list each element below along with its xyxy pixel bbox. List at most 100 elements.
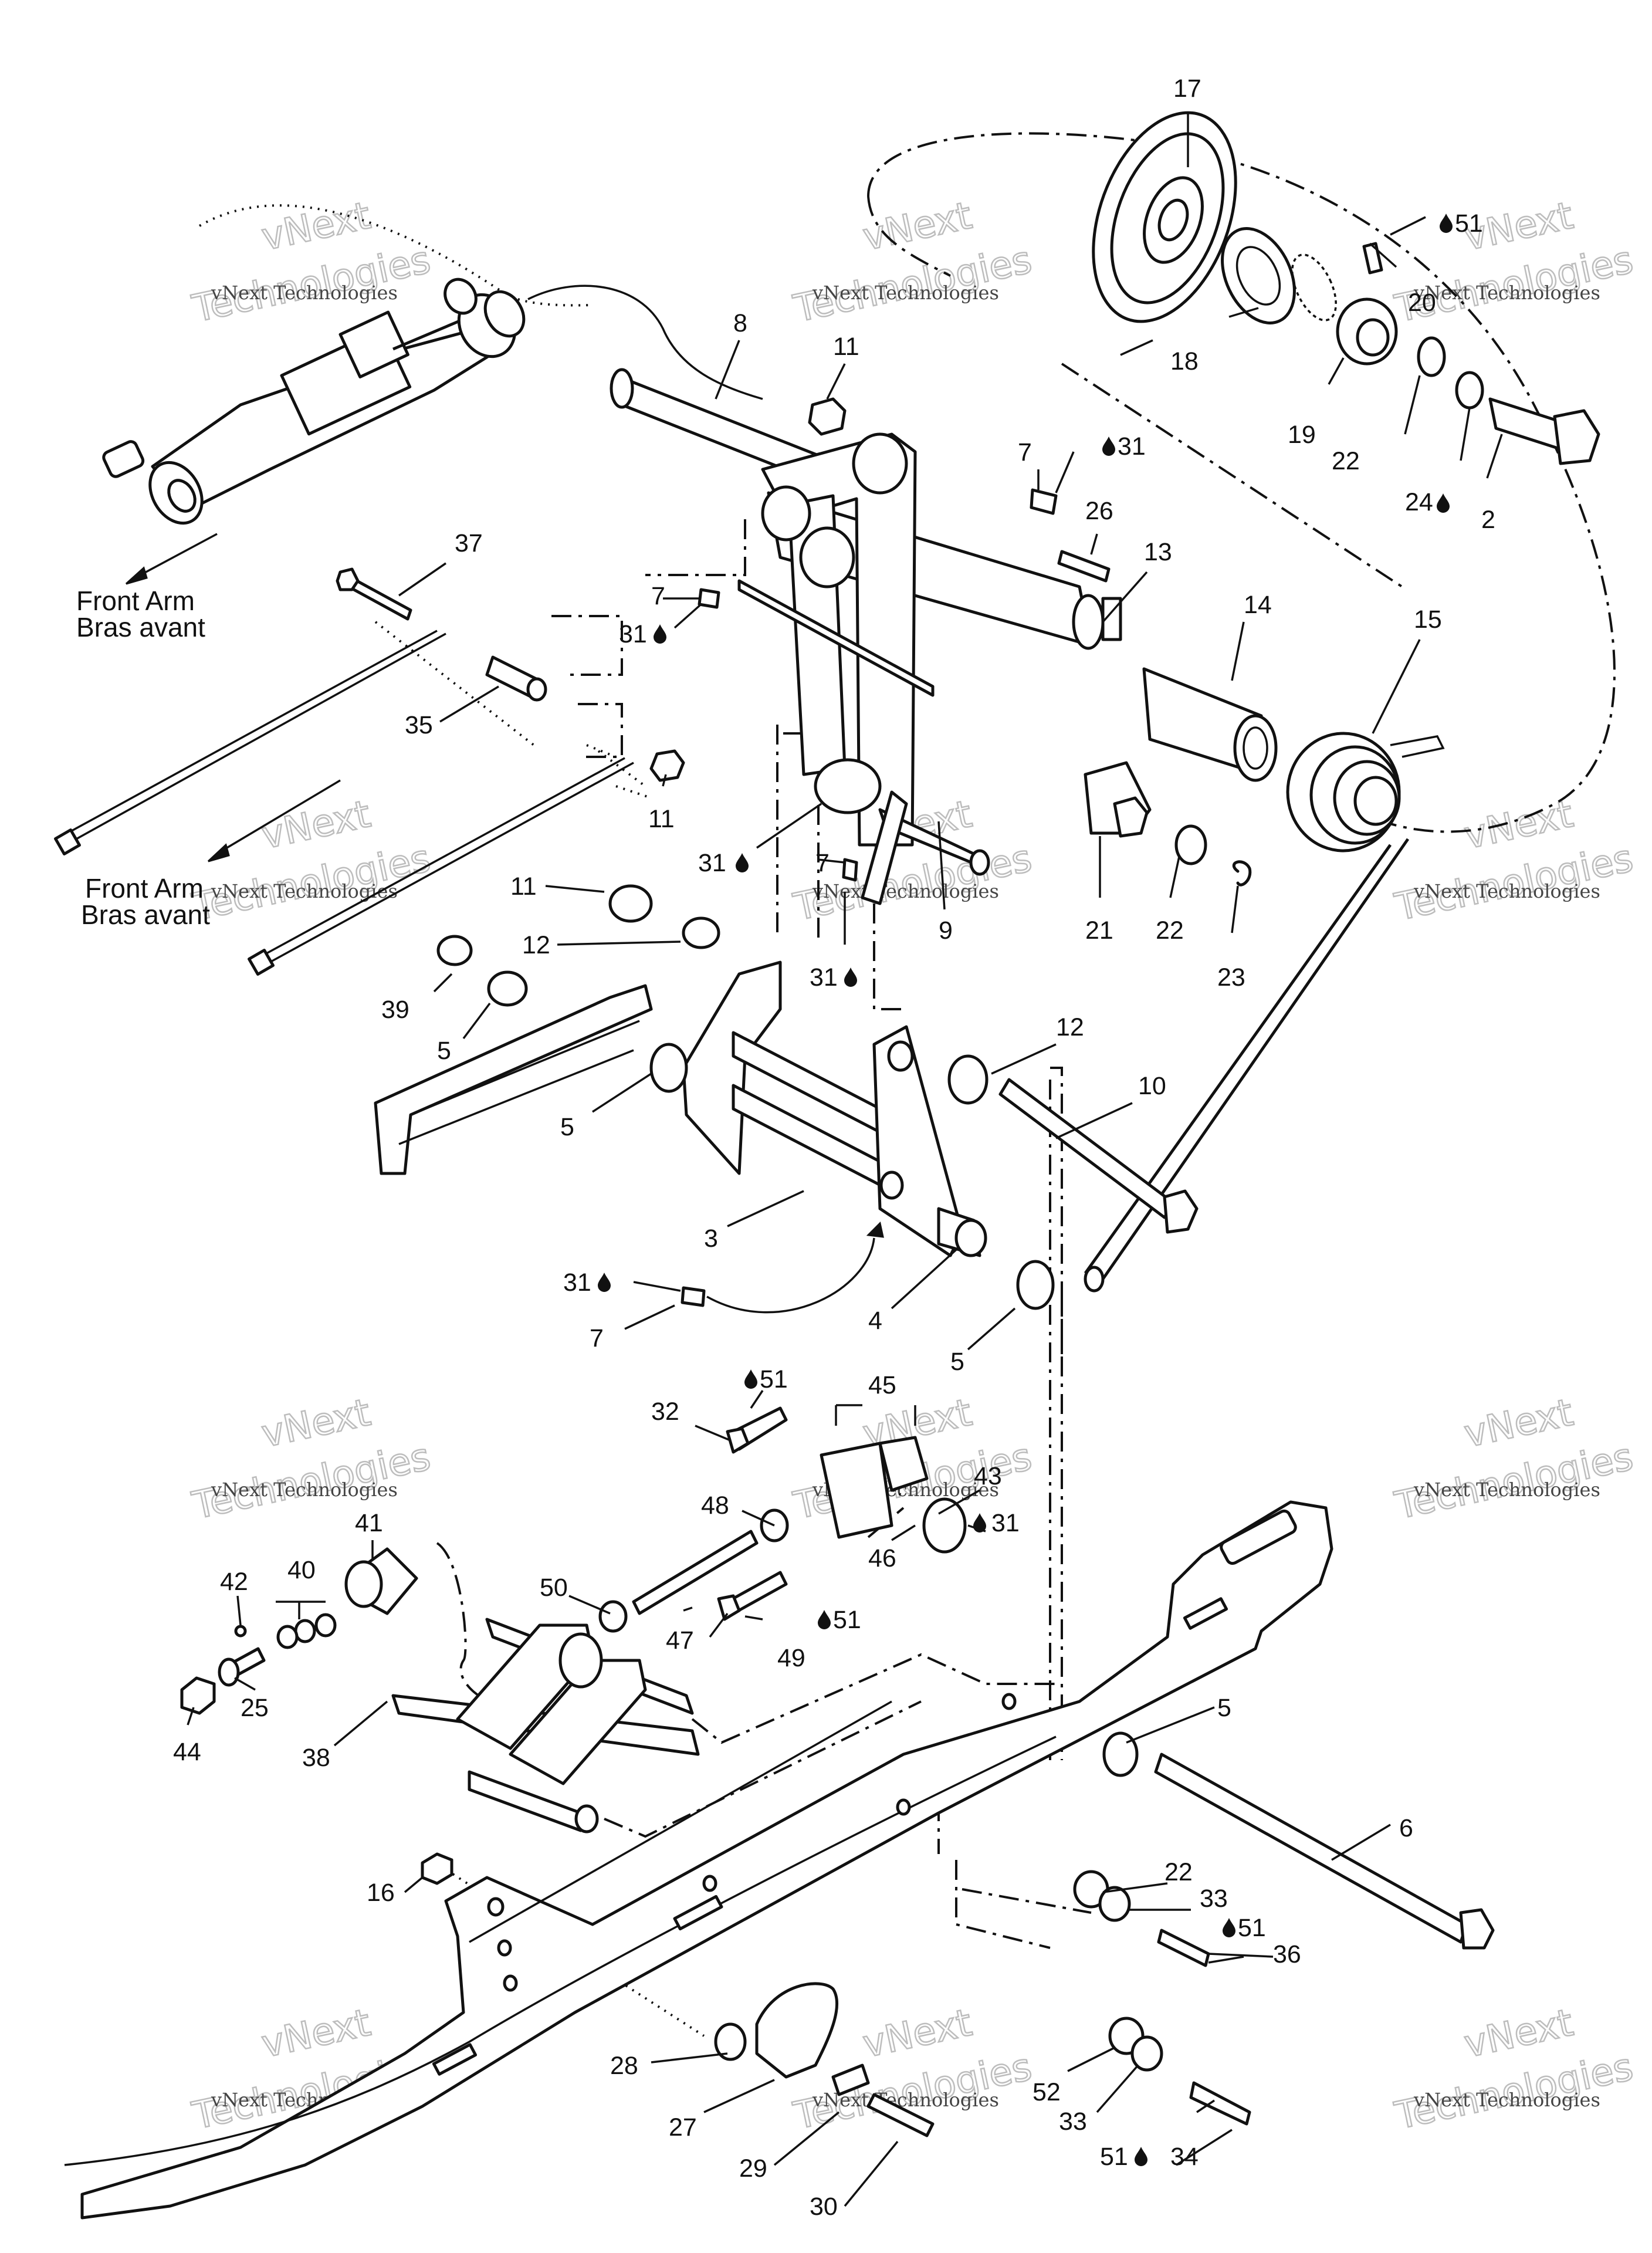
oil-drop-icon <box>818 1610 831 1629</box>
callout-41: 41 <box>355 1509 383 1537</box>
callout-13: 13 <box>1144 538 1172 566</box>
callout-36: 36 <box>1273 1940 1301 1968</box>
oil-drop-icon <box>736 853 749 872</box>
svg-text:Front Arm: Front Arm <box>76 586 195 616</box>
svg-text:vNext: vNext <box>258 1391 374 1456</box>
svg-text:vNext Technologies: vNext Technologies <box>1413 282 1600 304</box>
callout-33: 33 <box>1200 1885 1228 1913</box>
front-arm-label-1: Front Arm Bras avant <box>76 533 218 642</box>
oil-drop-icon <box>1437 493 1450 513</box>
callout-11: 11 <box>648 805 675 833</box>
callout-49: 49 <box>777 1644 805 1672</box>
callout-17: 17 <box>1173 75 1201 103</box>
callout-31: 31 <box>563 1268 591 1297</box>
callout-43: 43 <box>974 1462 1002 1490</box>
svg-text:vNext Technologies: vNext Technologies <box>1413 1479 1600 1501</box>
callout-9: 9 <box>939 916 953 945</box>
callout-32: 32 <box>651 1398 679 1426</box>
svg-text:vNext Technologies: vNext Technologies <box>211 282 398 304</box>
watermark: vNext Technologies vNext Technologies <box>188 1391 435 1529</box>
svg-text:Bras avant: Bras avant <box>76 612 205 642</box>
oil-drop-icon <box>1440 214 1453 233</box>
rocker-arm <box>698 397 1111 905</box>
callout-4: 4 <box>868 1307 882 1335</box>
callout-25: 25 <box>241 1694 269 1722</box>
callout-7: 7 <box>815 849 830 877</box>
watermark: vNext Technologies vNext Technologies <box>188 792 435 931</box>
callout-40: 40 <box>287 1556 316 1584</box>
callout-11: 11 <box>833 333 859 361</box>
watermark: vNext Technologies vNext Technologies <box>1390 792 1637 931</box>
callouts: 17 51 20 18 19 22 24 2 8 11 7 31 26 13 1… <box>173 75 1503 2221</box>
callout-51: 51 <box>833 1606 861 1634</box>
callout-5: 5 <box>437 1037 451 1065</box>
callout-51: 51 <box>1100 2143 1128 2171</box>
callout-31: 31 <box>619 620 647 648</box>
callout-19: 19 <box>1288 421 1316 449</box>
callout-51: 51 <box>760 1365 788 1393</box>
bolt-37-assembly <box>54 567 685 976</box>
svg-text:vNext: vNext <box>859 194 976 259</box>
callout-22: 22 <box>1156 916 1184 945</box>
callout-51: 51 <box>1238 1914 1266 1942</box>
callout-39: 39 <box>381 996 409 1024</box>
front-arm-label-2: Front Arm Bras avant <box>81 779 341 930</box>
callout-7: 7 <box>651 582 665 610</box>
oil-drop-icon <box>654 624 666 644</box>
idler-wheel <box>1092 111 1600 465</box>
watermark: vNext Technologies vNext Technologies <box>1390 2001 1637 2139</box>
callout-24: 24 <box>1405 488 1433 516</box>
callout-46: 46 <box>868 1544 896 1572</box>
callout-2: 2 <box>1481 506 1495 534</box>
callout-8: 8 <box>733 309 747 337</box>
svg-text:vNext Technologies: vNext Technologies <box>1413 2089 1600 2111</box>
svg-text:vNext: vNext <box>258 194 374 259</box>
svg-text:Front Arm: Front Arm <box>85 873 204 904</box>
callout-52: 52 <box>1032 2078 1061 2106</box>
callout-15: 15 <box>1414 605 1442 634</box>
lower-adjuster <box>180 1406 967 1833</box>
callout-23: 23 <box>1217 963 1245 992</box>
callout-47: 47 <box>666 1626 694 1655</box>
callout-6: 6 <box>1399 1814 1413 1842</box>
watermark: vNext Technologies vNext Technologies <box>789 194 1036 332</box>
callout-26: 26 <box>1085 497 1113 525</box>
callout-21: 21 <box>1085 916 1113 945</box>
oil-drop-icon <box>973 1513 986 1533</box>
oil-drop-icon <box>1223 1918 1235 1937</box>
callout-31: 31 <box>810 963 838 992</box>
callout-5: 5 <box>1217 1694 1231 1722</box>
rear-arm-support <box>374 884 1199 1314</box>
svg-text:vNext: vNext <box>1461 1391 1577 1456</box>
callout-14: 14 <box>1244 591 1272 619</box>
slide-rail <box>64 1500 1495 2220</box>
callout-5: 5 <box>950 1348 964 1376</box>
svg-text:vNext Technologies: vNext Technologies <box>812 880 999 902</box>
callout-37: 37 <box>455 529 483 557</box>
oil-drop-icon <box>1102 437 1115 456</box>
callout-12: 12 <box>522 931 550 959</box>
callout-44: 44 <box>173 1738 201 1766</box>
callout-45: 45 <box>868 1371 896 1399</box>
svg-text:vNext Technologies: vNext Technologies <box>1413 880 1600 902</box>
callout-27: 27 <box>669 2113 697 2142</box>
callout-38: 38 <box>302 1744 330 1772</box>
callout-35: 35 <box>405 711 433 739</box>
callout-34: 34 <box>1170 2143 1199 2171</box>
callout-11: 11 <box>510 872 537 901</box>
callout-7: 7 <box>590 1324 604 1352</box>
callout-30: 30 <box>810 2193 838 2221</box>
svg-text:vNext: vNext <box>1461 2001 1577 2066</box>
callout-12: 12 <box>1056 1013 1084 1041</box>
callout-50: 50 <box>540 1574 568 1602</box>
svg-text:vNext Technologies: vNext Technologies <box>211 880 398 902</box>
svg-text:Bras avant: Bras avant <box>81 899 210 930</box>
callout-29: 29 <box>739 2154 767 2183</box>
callout-28: 28 <box>610 2052 638 2080</box>
callout-42: 42 <box>220 1568 248 1596</box>
oil-drop-icon <box>844 967 857 987</box>
callout-31: 31 <box>1118 432 1146 461</box>
callout-31: 31 <box>698 849 726 877</box>
callout-5: 5 <box>560 1113 574 1141</box>
